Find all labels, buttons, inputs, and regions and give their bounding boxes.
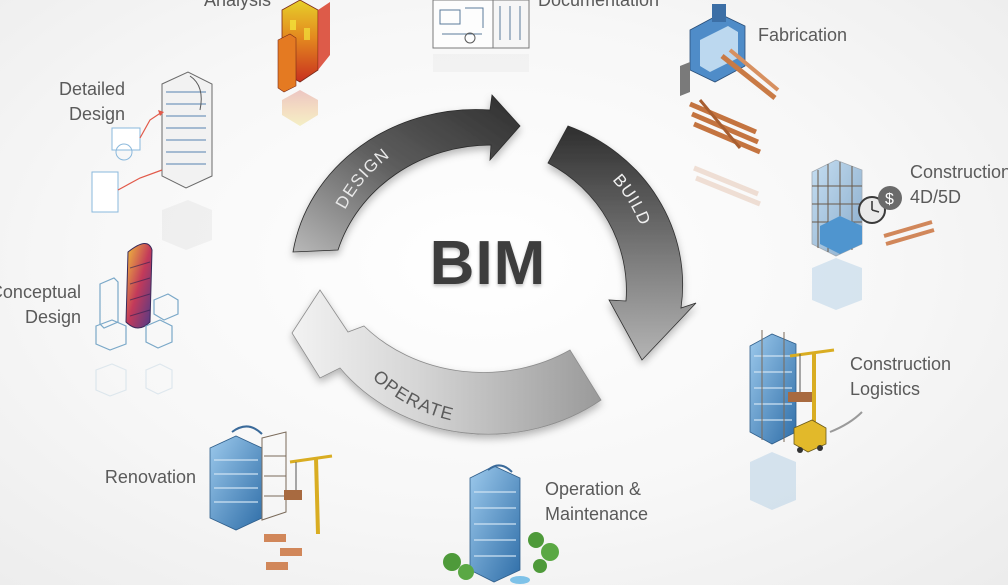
construction-4d5d-icon: $ — [811, 159, 935, 310]
label-analysis: Analysis — [203, 0, 271, 10]
label-documentation: Documentation — [538, 0, 660, 10]
svg-text:$: $ — [885, 191, 894, 208]
fabrication-icon — [680, 4, 780, 207]
bim-title: BIM — [429, 229, 547, 298]
label-renovation: Renovation — [104, 467, 196, 487]
label-fabrication: Fabrication — [758, 25, 848, 45]
detailed-design-icon — [91, 71, 213, 250]
label-conceptual-design: Conceptual Design — [0, 282, 81, 327]
label-construction-4d5d: Construction 4D/5D — [910, 162, 1008, 207]
label-operation-maintenance: Operation & Maintenance — [545, 479, 649, 524]
operation-maintenance-icon — [443, 464, 559, 584]
renovation-icon — [209, 425, 333, 570]
build-arrow — [547, 125, 697, 361]
label-detailed-design: Detailed Design — [58, 79, 125, 124]
design-arrow — [292, 94, 521, 253]
documentation-icon — [432, 0, 530, 72]
label-construction-logistics: Construction Logistics — [850, 354, 952, 399]
construction-logistics-icon — [749, 330, 863, 510]
analysis-icon — [277, 0, 330, 126]
operate-arrow — [291, 289, 602, 435]
conceptual-design-icon — [95, 243, 179, 397]
